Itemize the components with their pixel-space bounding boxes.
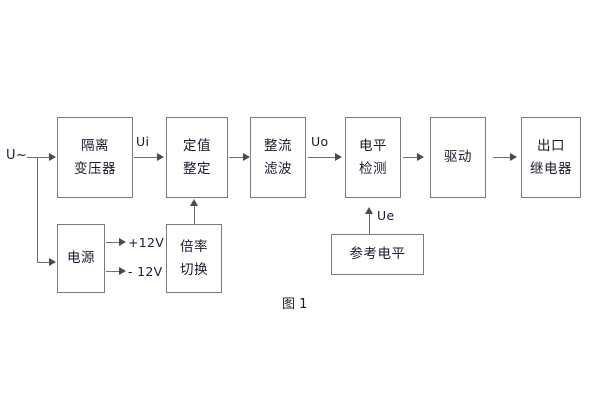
level-to-drive-arrow xyxy=(417,152,424,161)
multiplier-to-setting-arrow xyxy=(190,199,198,206)
input-lead-line xyxy=(27,157,38,158)
setting-to-rectifier-arrow xyxy=(243,152,250,161)
reference-to-level-arrow xyxy=(365,207,373,214)
block-isolation-transformer-line2: 变压器 xyxy=(74,160,116,177)
power-pos12v-line xyxy=(106,242,120,243)
block-multiplier-switch-line2: 切换 xyxy=(180,261,208,278)
block-setting-value-line1: 定值 xyxy=(183,138,211,155)
signal-label-uo: Uo xyxy=(311,134,329,149)
branch-to-power-arrow xyxy=(49,257,56,266)
block-level-detection[interactable]: 电平 检测 xyxy=(345,117,401,198)
block-reference-level[interactable]: 参考电平 xyxy=(331,234,424,275)
block-rectifier-filter-line2: 滤波 xyxy=(264,160,292,177)
block-isolation-transformer[interactable]: 隔离 变压器 xyxy=(57,117,133,198)
drive-to-relay-arrow xyxy=(510,152,517,161)
power-pos12v-arrow xyxy=(119,237,126,246)
power-neg12v-arrow xyxy=(119,266,126,275)
block-power-supply[interactable]: 电源 xyxy=(57,224,105,293)
block-setting-value[interactable]: 定值 整定 xyxy=(166,117,228,198)
branch-to-power-line xyxy=(37,262,50,263)
block-rectifier-filter[interactable]: 整流 滤波 xyxy=(250,117,306,198)
block-output-relay-line1: 出口 xyxy=(537,138,565,155)
transformer-to-setting-line xyxy=(134,157,158,158)
block-isolation-transformer-line1: 隔离 xyxy=(81,138,109,155)
block-reference-level-line1: 参考电平 xyxy=(349,246,406,263)
setting-to-rectifier-line xyxy=(229,157,244,158)
power-neg12v-line xyxy=(106,271,120,272)
rectifier-to-level-line xyxy=(308,157,336,158)
drive-to-relay-line xyxy=(493,157,511,158)
block-drive[interactable]: 驱动 xyxy=(430,117,486,198)
branch-to-transformer-arrow xyxy=(49,152,56,161)
rectifier-to-level-arrow xyxy=(335,152,342,161)
signal-label-ue: Ue xyxy=(377,208,395,223)
input-label-u: U~ xyxy=(6,148,28,163)
block-level-detection-line2: 检测 xyxy=(359,160,387,177)
figure-caption: 图 1 xyxy=(282,297,308,312)
block-drive-line1: 驱动 xyxy=(444,149,472,166)
multiplier-to-setting-line xyxy=(194,206,195,224)
block-level-detection-line1: 电平 xyxy=(359,138,387,155)
block-output-relay-line2: 继电器 xyxy=(530,160,572,177)
block-multiplier-switch-line1: 倍率 xyxy=(180,239,208,256)
signal-label-ui: Ui xyxy=(136,134,150,149)
transformer-to-setting-arrow xyxy=(157,152,164,161)
level-to-drive-line xyxy=(403,157,418,158)
signal-label-neg12v: - 12V xyxy=(128,264,163,279)
input-trunk-vertical xyxy=(37,157,38,262)
signal-label-pos12v: +12V xyxy=(128,235,165,250)
reference-to-level-line xyxy=(369,214,370,234)
block-multiplier-switch[interactable]: 倍率 切换 xyxy=(166,224,222,293)
branch-to-transformer-line xyxy=(37,157,50,158)
block-rectifier-filter-line1: 整流 xyxy=(264,138,292,155)
block-output-relay[interactable]: 出口 继电器 xyxy=(521,117,581,198)
block-setting-value-line2: 整定 xyxy=(183,160,211,177)
block-power-supply-line1: 电源 xyxy=(67,250,95,267)
